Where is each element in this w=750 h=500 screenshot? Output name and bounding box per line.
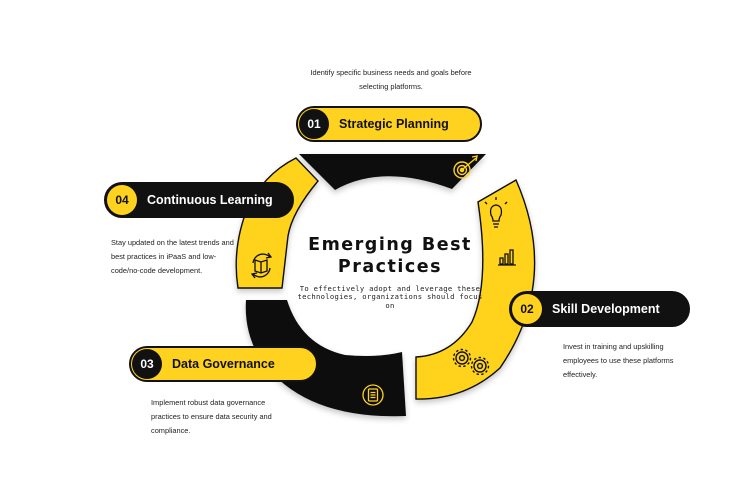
arc-skill-development (415, 179, 536, 400)
center-title-line1: Emerging Best (308, 235, 472, 255)
step-03-description: Implement robust data governance practic… (151, 398, 272, 435)
step-01-pill: 01 Strategic Planning (296, 106, 482, 142)
lightbulb-icon (484, 197, 508, 228)
step-01-number: 01 (299, 109, 329, 139)
gears-icon (452, 348, 490, 376)
step-04-title: Continuous Learning (147, 193, 273, 207)
step-04-pill: 04 Continuous Learning (104, 182, 294, 218)
target-icon (453, 155, 478, 179)
step-04-description: Stay updated on the latest trends and be… (111, 238, 234, 275)
center-subtitle: To effectively adopt and leverage these … (297, 284, 483, 310)
step-03-number: 03 (132, 349, 162, 379)
step-02-description: Invest in training and upskilling employ… (563, 342, 674, 379)
step-01-description: Identify specific business needs and goa… (310, 68, 472, 91)
step-03-pill: 03 Data Governance (129, 346, 318, 382)
document-badge-icon (362, 384, 384, 406)
center-title: Emerging Best Practices (270, 234, 510, 278)
step-02-title: Skill Development (552, 302, 660, 316)
step-02-pill: 02 Skill Development (509, 291, 690, 327)
arc-strategic-planning (299, 154, 486, 190)
step-04-number: 04 (107, 185, 137, 215)
step-01-title: Strategic Planning (339, 117, 449, 131)
step-02-number: 02 (512, 294, 542, 324)
book-refresh-icon (250, 252, 273, 279)
bar-chart-icon (498, 249, 516, 266)
center-title-line2: Practices (337, 257, 443, 277)
step-03-title: Data Governance (172, 357, 275, 371)
